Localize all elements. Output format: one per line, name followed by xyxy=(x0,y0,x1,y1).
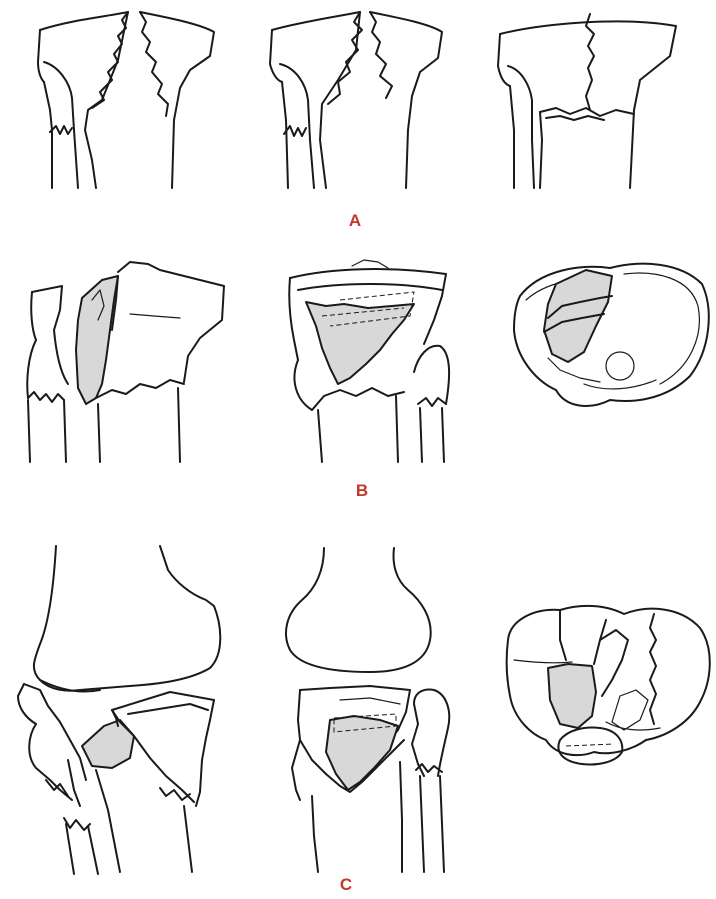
panel-b: B xyxy=(27,260,708,500)
panel-c-lateral-view-drawing xyxy=(18,546,220,874)
panel-a: A xyxy=(38,12,676,230)
panel-c: C xyxy=(18,546,710,894)
panel-a-split-depression-drawing xyxy=(270,12,442,188)
panel-a-pure-depression-drawing xyxy=(498,14,676,188)
panel-label-b: B xyxy=(356,481,368,500)
panel-c-axial-view-drawing xyxy=(507,606,710,765)
panel-label-a: A xyxy=(349,211,361,230)
panel-a-split-fracture-drawing xyxy=(38,12,214,188)
panel-b-anterior-view-drawing xyxy=(289,260,449,462)
panel-c-anterior-view-drawing xyxy=(286,548,449,872)
panel-label-c: C xyxy=(340,875,352,894)
panel-b-medial-fragment-drawing xyxy=(27,262,224,462)
panel-b-axial-view-drawing xyxy=(514,264,709,406)
